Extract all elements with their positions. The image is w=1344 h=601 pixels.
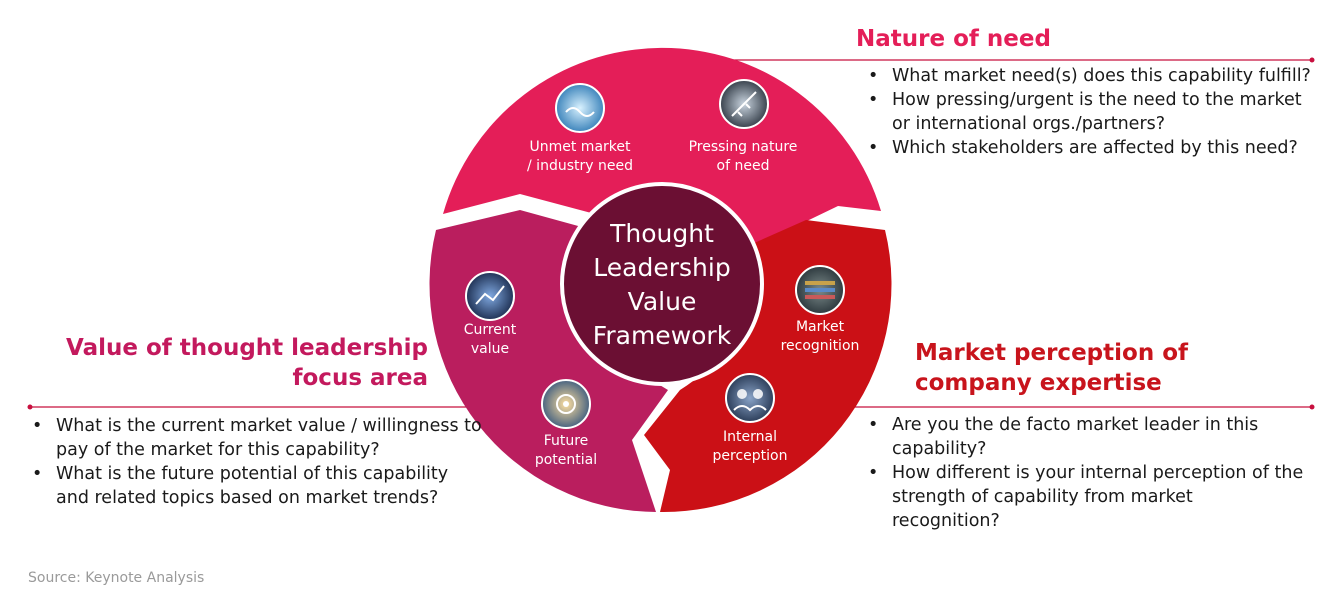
label-line: Internal: [723, 429, 777, 445]
value-focus-heading-line: focus area: [40, 363, 428, 393]
market-perception-bullets: Are you the de facto market leader in th…: [864, 413, 1304, 533]
internal-perception-icon: [726, 374, 774, 422]
bullet-item: Which stakeholders are affected by this …: [864, 136, 1324, 160]
value-connector-end: [28, 405, 33, 410]
label-line: of need: [717, 158, 770, 174]
nature-of-need-heading: Nature of need: [856, 24, 1051, 54]
label-line: Future: [544, 433, 589, 449]
bullet-item: How pressing/urgent is the need to the m…: [864, 88, 1324, 136]
value-focus-heading: Value of thought leadership focus area: [40, 333, 428, 393]
bullet-item: What is the current market value / willi…: [28, 414, 483, 462]
center-title-line: Framework: [593, 321, 732, 350]
value-focus-heading-line: Value of thought leadership: [40, 333, 428, 363]
label-line: recognition: [781, 338, 860, 354]
bullet-item: What is the future potential of this cap…: [28, 462, 483, 510]
source-note: Source: Keynote Analysis: [28, 570, 204, 586]
label-line: / industry need: [527, 158, 633, 174]
value-focus-bullets: What is the current market value / willi…: [28, 414, 483, 510]
label-line: Pressing nature: [689, 139, 798, 155]
market-perception-heading: Market perception of company expertise: [915, 338, 1188, 398]
bullet-item: Are you the de facto market leader in th…: [864, 413, 1304, 461]
market-perception-heading-line: Market perception of: [915, 338, 1188, 368]
market-perception-heading-line: company expertise: [915, 368, 1188, 398]
handshake-icon: [556, 84, 604, 132]
label-line: value: [471, 341, 509, 357]
pressing-need-icon: [720, 80, 768, 128]
market-connector-end: [1310, 405, 1315, 410]
nature-of-need-bullets: What market need(s) does this capability…: [864, 64, 1324, 160]
bullet-item: How different is your internal perceptio…: [864, 461, 1304, 533]
label-line: Unmet market: [530, 139, 632, 155]
bullet-item: What market need(s) does this capability…: [864, 64, 1324, 88]
center-title-line: Leadership: [593, 253, 730, 282]
future-potential-icon: [542, 380, 590, 428]
center-title-line: Value: [628, 287, 697, 316]
market-recognition-icon: [796, 266, 844, 314]
center-title-line: Thought: [609, 219, 714, 248]
label-line: Market: [796, 319, 845, 335]
center-circle: [562, 184, 762, 384]
label-line: perception: [713, 448, 788, 464]
label-line: potential: [535, 452, 597, 468]
label-line: Current: [464, 322, 517, 338]
nature-connector-end: [1310, 58, 1315, 63]
current-value-icon: [466, 272, 514, 320]
